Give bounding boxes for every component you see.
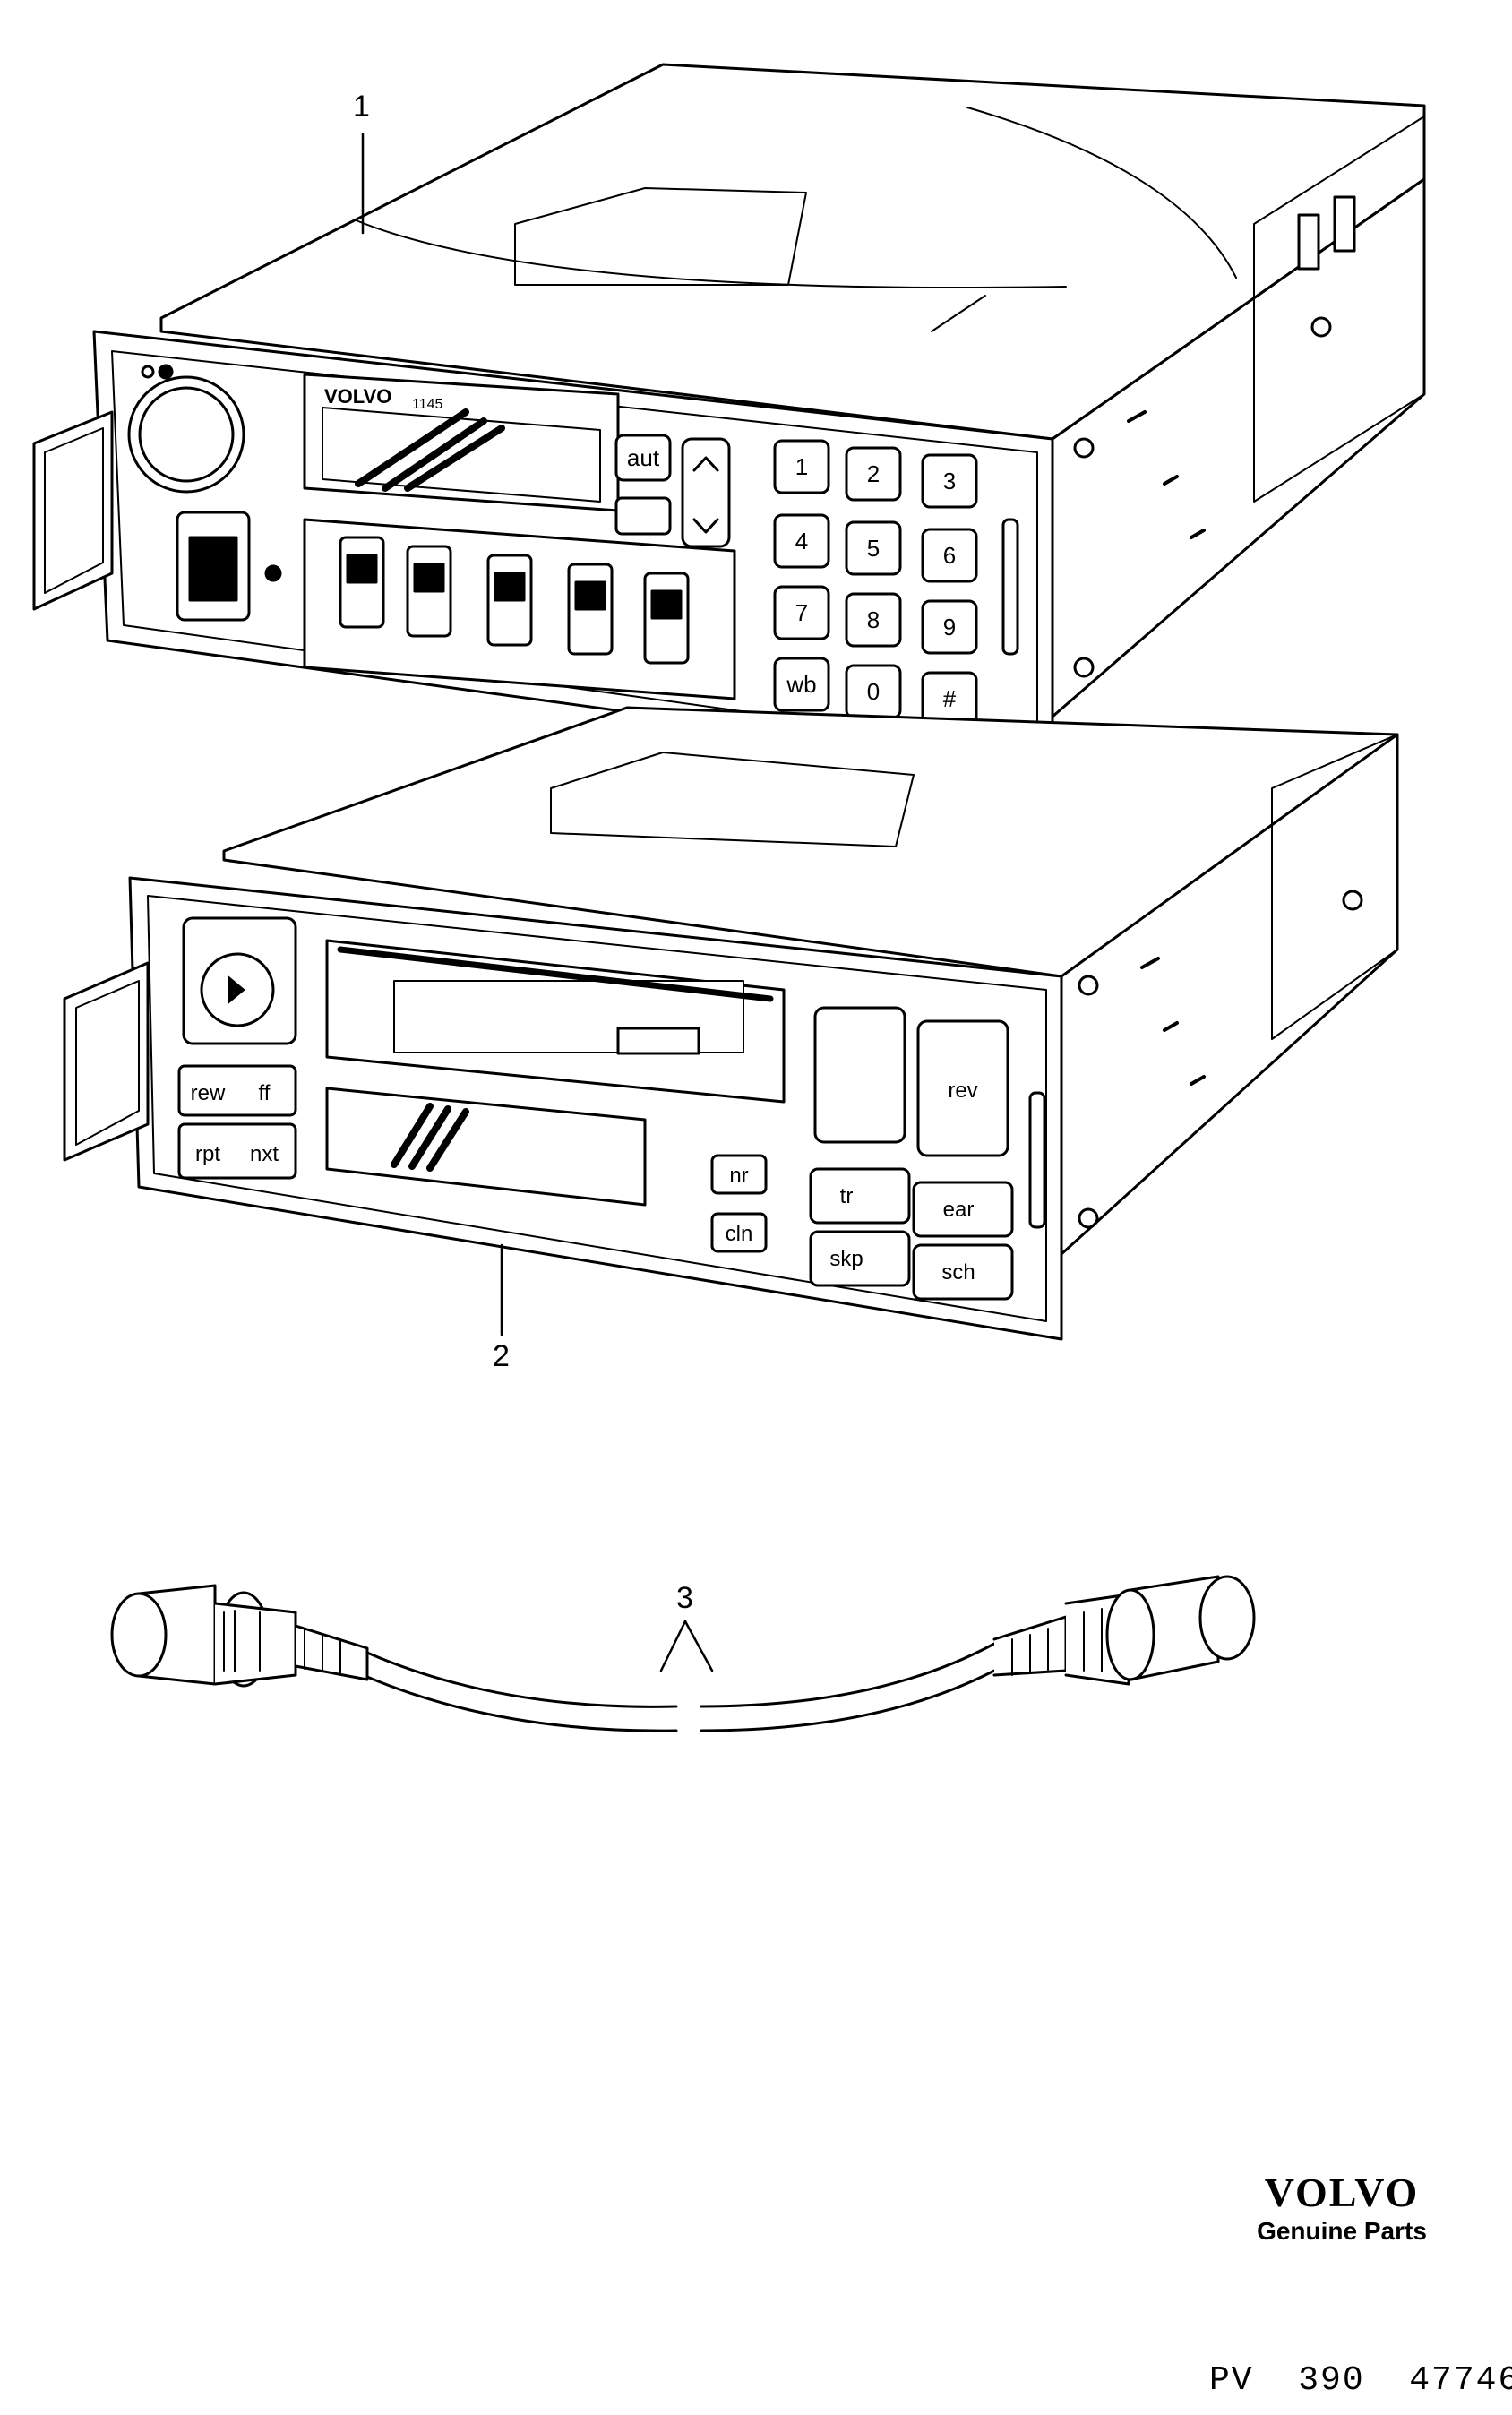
key-5: 5 bbox=[867, 535, 880, 562]
key-aut: aut bbox=[627, 444, 660, 471]
cassette-key-rew: rew bbox=[191, 1081, 226, 1105]
cassette-key-rpt: rpt bbox=[195, 1142, 220, 1166]
key-4: 4 bbox=[795, 528, 808, 554]
cassette-key-skp: skp bbox=[829, 1247, 863, 1271]
cassette-key-rev: rev bbox=[948, 1079, 977, 1103]
reference-code: PV 390 47746 bbox=[1209, 2361, 1512, 2400]
key-7: 7 bbox=[795, 599, 808, 626]
cassette-key-nxt: nxt bbox=[250, 1142, 279, 1166]
key-hash: # bbox=[943, 685, 957, 712]
radio-brand-text: VOLVO bbox=[324, 385, 391, 408]
key-1: 1 bbox=[795, 453, 808, 480]
callout-2: 2 bbox=[493, 1339, 510, 1373]
leader-lines bbox=[361, 133, 714, 1672]
connector-cable bbox=[110, 1575, 1256, 1732]
key-3: 3 bbox=[943, 468, 956, 494]
preset-sliders[interactable] bbox=[339, 536, 690, 665]
key-6: 6 bbox=[943, 542, 956, 569]
key-wb: wb bbox=[786, 671, 816, 698]
radio-unit: VOLVO 1145 aut 1 2 3 4 5 6 7 8 9 wb 0 # bbox=[32, 63, 1426, 772]
callout-3: 3 bbox=[676, 1581, 693, 1615]
cassette-key-tr: tr bbox=[840, 1184, 854, 1208]
key-0: 0 bbox=[867, 678, 880, 705]
cassette-key-ff: ff bbox=[259, 1081, 271, 1105]
cassette-key-cln: cln bbox=[726, 1222, 753, 1246]
brand-block: VOLVO Genuine Parts bbox=[1234, 2170, 1449, 2247]
key-9: 9 bbox=[943, 614, 956, 640]
keypad[interactable] bbox=[614, 434, 978, 726]
key-8: 8 bbox=[867, 606, 880, 633]
cassette-key-ear: ear bbox=[943, 1198, 975, 1222]
callout-1: 1 bbox=[353, 90, 370, 124]
cassette-buttons[interactable] bbox=[177, 1006, 1014, 1301]
cassette-key-sch: sch bbox=[941, 1260, 975, 1285]
cassette-unit: rew ff rpt nxt nr cln rev tr ear skp sch bbox=[63, 706, 1399, 1341]
radio-model-text: 1145 bbox=[412, 397, 443, 412]
cassette-key-nr: nr bbox=[729, 1164, 748, 1188]
key-2: 2 bbox=[867, 460, 880, 487]
volvo-logo: VOLVO bbox=[1264, 2170, 1420, 2215]
genuine-parts-label: Genuine Parts bbox=[1257, 2217, 1427, 2245]
